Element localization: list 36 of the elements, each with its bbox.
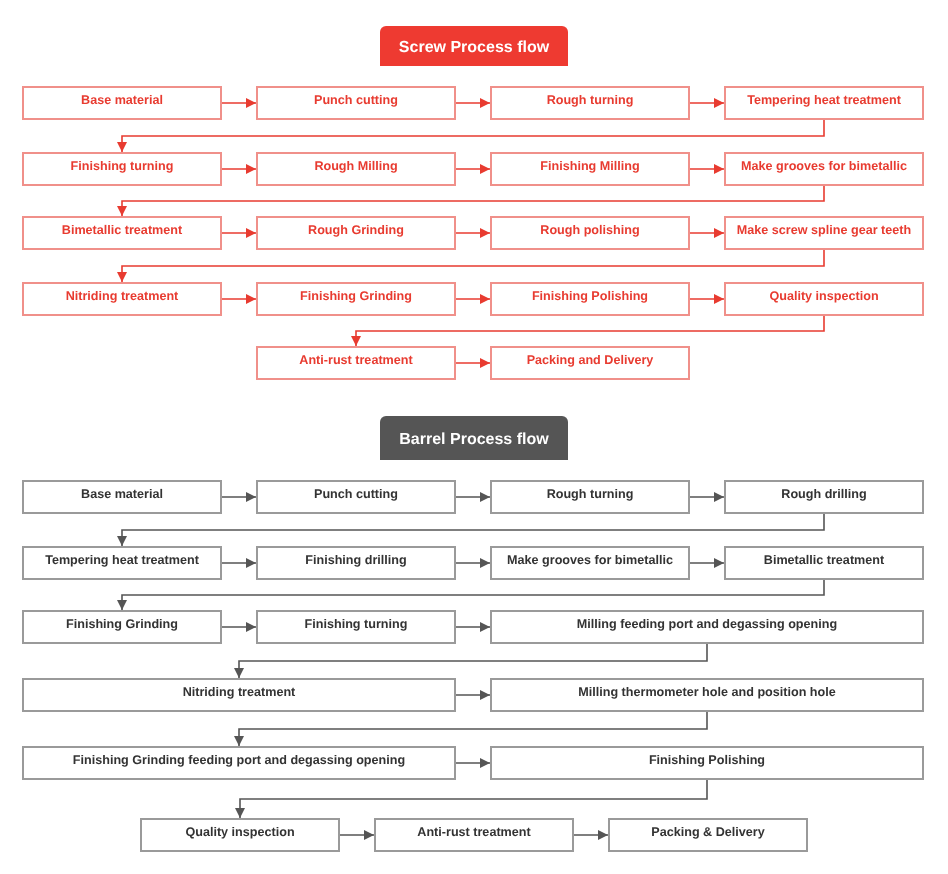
arrow bbox=[455, 758, 491, 768]
arrow bbox=[689, 492, 725, 502]
arrow bbox=[221, 164, 257, 174]
arrow bbox=[339, 830, 375, 840]
arrow bbox=[689, 98, 725, 108]
arrow bbox=[689, 294, 725, 304]
arrow bbox=[235, 779, 708, 819]
arrow bbox=[455, 98, 491, 108]
arrow bbox=[455, 622, 491, 632]
arrow bbox=[455, 228, 491, 238]
arrow bbox=[117, 119, 825, 153]
arrow bbox=[455, 358, 491, 368]
arrow bbox=[117, 249, 825, 283]
arrow bbox=[455, 558, 491, 568]
arrow bbox=[234, 643, 708, 679]
arrow bbox=[689, 228, 725, 238]
arrow bbox=[117, 513, 825, 547]
arrow bbox=[689, 164, 725, 174]
arrow bbox=[455, 492, 491, 502]
title-banner: Screw Process flow bbox=[380, 26, 568, 66]
arrow bbox=[455, 690, 491, 700]
arrow bbox=[573, 830, 609, 840]
arrow bbox=[221, 492, 257, 502]
arrow bbox=[117, 185, 825, 217]
arrow bbox=[455, 164, 491, 174]
title-banner: Barrel Process flow bbox=[380, 416, 568, 460]
arrow bbox=[221, 558, 257, 568]
arrow bbox=[234, 711, 708, 747]
arrow bbox=[117, 579, 825, 611]
arrow bbox=[221, 98, 257, 108]
arrow bbox=[221, 228, 257, 238]
arrow bbox=[351, 315, 825, 347]
arrow bbox=[221, 294, 257, 304]
arrow bbox=[221, 622, 257, 632]
arrow bbox=[455, 294, 491, 304]
arrow bbox=[689, 558, 725, 568]
